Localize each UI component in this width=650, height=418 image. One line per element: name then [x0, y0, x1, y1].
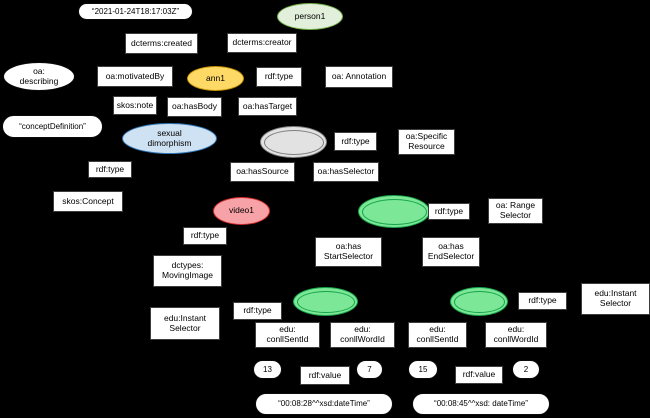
edge-blank-node-start-selector-to-literal-time-start	[323, 301, 327, 405]
node-oa-describing-label: oa: describing	[19, 65, 59, 86]
label-oa-specific-resource-label: oa:Specific Resource	[405, 131, 448, 151]
label-oa-hasselector: oa:hasSelector	[313, 162, 379, 182]
label-edu-conllwordid-right: edu: conllWordId	[485, 322, 547, 348]
blank-node-start-selector-inner-ring	[296, 290, 355, 313]
label-edu-instantselector-right: edu:Instant Selector	[581, 283, 650, 315]
literal-15: 15	[408, 360, 438, 379]
label-rdfvalue-left-label: rdf:value	[308, 369, 342, 380]
label-rdftype-ann1: rdf:type	[256, 67, 302, 87]
blank-node-start-selector	[293, 287, 358, 316]
label-rdftype-range: rdf:type	[428, 203, 470, 220]
label-skos-note-label: skos:note	[116, 99, 154, 110]
blank-node-specific-resource	[260, 126, 327, 158]
label-rdftype-gray-label: rdf:type	[341, 135, 370, 146]
label-oa-hastarget: oa:hasTarget	[238, 97, 297, 116]
label-rdfvalue-right: rdf:value	[455, 366, 503, 384]
label-oa-motivatedby: oa:motivatedBy	[97, 66, 173, 87]
label-dcterms-created: dcterms:created	[125, 33, 198, 54]
label-oa-hasstartselector: oa:has StartSelector	[315, 237, 382, 267]
label-rdftype-concept: rdf:type	[88, 161, 132, 178]
label-rdftype-start: rdf:type	[233, 302, 282, 320]
label-oa-range-selector: oa: Range Selector	[488, 198, 543, 224]
label-oa-hassource-label: oa:hasSource	[236, 166, 289, 177]
literal-13-label: 13	[263, 364, 272, 374]
label-rdftype-ann1-label: rdf:type	[264, 71, 294, 82]
label-skos-concept-label: skos:Concept	[62, 195, 114, 206]
label-edu-instantselector-left-label: edu:Instant Selector	[163, 312, 207, 333]
label-edu-conllsentid-right-label: edu: conllSentId	[416, 324, 459, 344]
label-oa-hastarget-label: oa:hasTarget	[242, 100, 293, 111]
node-sexual-dimorphism: sexual dimorphism	[122, 123, 217, 154]
literal-13: 13	[253, 360, 282, 379]
label-dcterms-creator-label: dcterms:creator	[232, 37, 292, 48]
literal-7: 7	[356, 360, 383, 379]
label-edu-conllwordid-left-label: edu: conllWordId	[340, 324, 385, 344]
node-ann1: ann1	[187, 66, 244, 91]
blank-node-end-selector-inner-ring	[453, 290, 505, 313]
literal-datetime-created-label: “2021-01-24T18:17:03Z”	[91, 6, 180, 16]
literal-2: 2	[512, 360, 540, 379]
label-rdfvalue-right-label: rdf:value	[462, 369, 496, 380]
edge-blank-node-end-selector-to-literal-time-end	[478, 301, 482, 405]
label-rdftype-gray: rdf:type	[334, 132, 377, 151]
literal-15-label: 15	[418, 364, 428, 374]
label-oa-hasendselector-label: oa:has EndSelector	[427, 241, 475, 261]
node-oa-describing: oa: describing	[3, 62, 75, 91]
node-sexual-dimorphism-label: sexual dimorphism	[147, 127, 192, 148]
node-person1-label: person1	[294, 10, 326, 21]
blank-node-range-selector	[358, 195, 430, 228]
blank-node-specific-resource-inner-ring	[263, 129, 324, 155]
label-dcterms-created-label: dcterms:created	[131, 37, 192, 48]
label-rdftype-range-label: rdf:type	[434, 205, 464, 216]
label-skos-concept: skos:Concept	[53, 191, 123, 212]
label-edu-conllsentid-left-label: edu: conllSentId	[266, 324, 309, 344]
label-rdftype-video-label: rdf:type	[190, 230, 220, 241]
label-oa-annotation: oa: Annotation	[325, 66, 393, 88]
label-oa-annotation-label: oa: Annotation	[331, 71, 387, 82]
literal-conceptdefinition-label: “conceptDefinition”	[19, 121, 86, 131]
label-rdftype-video: rdf:type	[183, 227, 227, 245]
label-oa-motivatedby-label: oa:motivatedBy	[105, 70, 165, 81]
label-rdftype-end-label: rdf:type	[528, 295, 557, 306]
label-rdftype-concept-label: rdf:type	[95, 163, 125, 174]
label-oa-hasselector-label: oa:hasSelector	[317, 166, 375, 177]
node-ann1-label: ann1	[206, 72, 225, 83]
label-rdftype-end: rdf:type	[518, 292, 567, 310]
node-video1: video1	[213, 197, 270, 225]
label-edu-conllsentid-right: edu: conllSentId	[408, 322, 467, 348]
label-edu-conllsentid-left: edu: conllSentId	[255, 322, 320, 348]
label-edu-instantselector-left: edu:Instant Selector	[150, 307, 220, 340]
label-oa-hasendselector: oa:has EndSelector	[422, 237, 480, 267]
label-oa-hasbody-label: oa:hasBody	[172, 101, 217, 112]
node-person1: person1	[277, 3, 343, 30]
literal-conceptdefinition: “conceptDefinition”	[2, 115, 103, 138]
literal-2-label: 2	[523, 364, 529, 374]
literal-datetime-created: “2021-01-24T18:17:03Z”	[78, 3, 193, 20]
label-oa-hasstartselector-label: oa:has StartSelector	[323, 241, 374, 261]
label-dctypes-movingimage-label: dctypes: MovingImage	[161, 260, 214, 280]
label-edu-conllwordid-right-label: edu: conllWordId	[493, 324, 539, 344]
literal-time-end-label: “00:08:45^^xsd: dateTime”	[434, 399, 528, 409]
label-dctypes-movingimage: dctypes: MovingImage	[153, 255, 222, 287]
literal-7-label: 7	[367, 364, 372, 374]
label-skos-note: skos:note	[113, 96, 157, 115]
literal-time-start-label: “00:08:28^^xsd:dateTime”	[278, 399, 370, 409]
label-oa-hassource: oa:hasSource	[230, 162, 295, 182]
blank-node-end-selector	[450, 287, 508, 316]
node-video1-label: video1	[228, 205, 255, 216]
label-rdftype-start-label: rdf:type	[243, 305, 272, 316]
literal-time-end: “00:08:45^^xsd: dateTime”	[412, 393, 550, 415]
label-edu-instantselector-right-label: edu:Instant Selector	[594, 288, 637, 308]
literal-time-start: “00:08:28^^xsd:dateTime”	[255, 393, 393, 415]
label-oa-range-selector-label: oa: Range Selector	[495, 200, 536, 220]
label-rdfvalue-left: rdf:value	[300, 366, 350, 385]
label-edu-conllwordid-left: edu: conllWordId	[330, 322, 395, 348]
label-dcterms-creator: dcterms:creator	[227, 33, 297, 53]
label-oa-hasbody: oa:hasBody	[167, 97, 222, 117]
label-oa-specific-resource: oa:Specific Resource	[398, 129, 455, 155]
blank-node-range-selector-inner-ring	[361, 198, 427, 225]
